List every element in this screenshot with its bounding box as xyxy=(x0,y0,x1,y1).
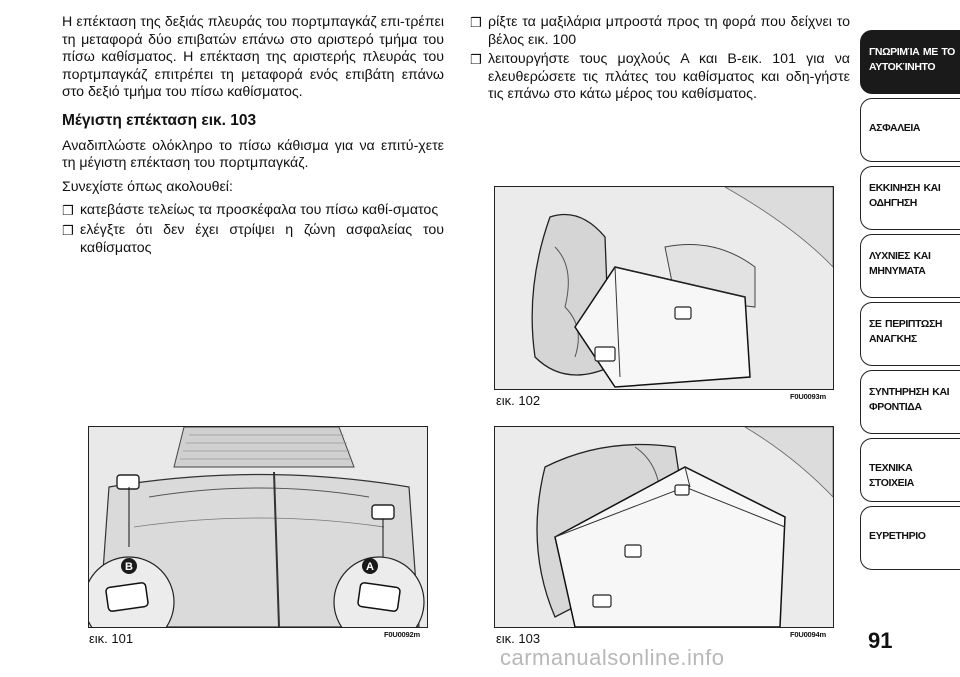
checkbox-bullet-icon: ❒ xyxy=(62,222,74,238)
tab-label: ΓΝΩΡΙΜΊΑ ΜΕ ΤΟ ΑΥΤΟΚΊΝΗΤΟ xyxy=(869,46,955,73)
tab-label: ΕΥΡΕΤΗΡΙΟ xyxy=(869,530,926,542)
tab-safety[interactable]: ΑΣΦΑΛΕΙΑ xyxy=(860,98,960,162)
figure-102-folded-cushion xyxy=(494,186,834,390)
figure-103-code: F0U0094m xyxy=(790,630,826,639)
tab-label: ΤΕΧΝΙΚΑ ΣΤΟΙΧΕΙΑ xyxy=(869,462,914,489)
figure-102-caption: εικ. 102 xyxy=(496,393,541,408)
figure-103-max-extension xyxy=(494,426,834,628)
list-item-text: λειτουργήστε τους μοχλούς A και B-εικ. 1… xyxy=(488,51,850,103)
figure-103-caption: εικ. 103 xyxy=(496,631,541,646)
list-item: ❒ κατεβάστε τελείως τα προσκέφαλα του πί… xyxy=(62,202,444,220)
list-item: ❒ ελέγξτε ότι δεν έχει στρίψει η ζώνη ασ… xyxy=(62,222,444,257)
seat-illustration xyxy=(495,187,833,389)
tab-emergency[interactable]: ΣΕ ΠΕΡΙΠΤΩΣΗ ΑΝΑΓΚΗΣ xyxy=(860,302,960,366)
left-text-column: Η επέκταση της δεξιάς πλευράς του πορτμπ… xyxy=(62,14,444,259)
list-item-text: ρίξτε τα μαξιλάρια μπροστά προς τη φορά … xyxy=(488,14,850,48)
tab-technical-data[interactable]: ΤΕΧΝΙΚΑ ΣΤΟΙΧΕΙΑ xyxy=(860,438,960,502)
paragraph-continue: Συνεχίστε όπως ακολουθεί: xyxy=(62,178,233,195)
figure-101-caption: εικ. 101 xyxy=(89,631,134,646)
section-heading-max-extension: Μέγιστη επέκταση εικ. 103 xyxy=(62,111,257,129)
marker-label-b: B xyxy=(125,561,133,573)
marker-label-a: A xyxy=(366,561,374,573)
list-item-text: κατεβάστε τελείως τα προσκέφαλα του πίσω… xyxy=(80,202,439,219)
checkbox-bullet-icon: ❒ xyxy=(470,15,482,30)
tab-label: ΣΥΝΤΗΡΗΣΗ ΚΑΙ ΦΡΟΝΤΙΔΑ xyxy=(869,386,950,413)
page-number: 91 xyxy=(868,628,893,653)
checkbox-bullet-icon: ❒ xyxy=(62,203,74,219)
tab-label: ΛΥΧΝΙΕΣ ΚΑΙ ΜΗΝΥΜΑΤΑ xyxy=(869,250,931,277)
tab-lights-messages[interactable]: ΛΥΧΝΙΕΣ ΚΑΙ ΜΗΝΥΜΑΤΑ xyxy=(860,234,960,298)
paragraph-extension-sides: Η επέκταση της δεξιάς πλευράς του πορτμπ… xyxy=(62,14,444,101)
tab-label: ΑΣΦΑΛΕΙΑ xyxy=(869,122,921,134)
tab-index[interactable]: ΕΥΡΕΤΗΡΙΟ xyxy=(860,506,960,570)
figure-101-rear-seat-levers: B A xyxy=(88,426,428,628)
seat-illustration: B A xyxy=(89,427,427,627)
list-item: ❒ ρίξτε τα μαξιλάρια μπροστά προς τη φορ… xyxy=(470,14,850,49)
tab-label: ΣΕ ΠΕΡΙΠΤΩΣΗ ΑΝΑΓΚΗΣ xyxy=(869,318,943,345)
paragraph-max-extension: Αναδιπλώστε ολόκληρο το πίσω κάθισμα για… xyxy=(62,137,444,172)
tab-maintenance[interactable]: ΣΥΝΤΗΡΗΣΗ ΚΑΙ ΦΡΟΝΤΙΔΑ xyxy=(860,370,960,434)
tab-getting-to-know-car[interactable]: ΓΝΩΡΙΜΊΑ ΜΕ ΤΟ ΑΥΤΟΚΊΝΗΤΟ xyxy=(860,30,960,94)
figure-102-code: F0U0093m xyxy=(790,392,826,401)
checkbox-bullet-icon: ❒ xyxy=(470,52,482,68)
list-item-text: ελέγξτε ότι δεν έχει στρίψει η ζώνη ασφα… xyxy=(80,221,444,256)
tab-starting-driving[interactable]: ΕΚΚΙΝΗΣΗ ΚΑΙ ΟΔΗΓΗΣΗ xyxy=(860,166,960,230)
seat-illustration xyxy=(495,427,833,627)
middle-text-column: ❒ ρίξτε τα μαξιλάρια μπροστά προς τη φορ… xyxy=(470,14,850,106)
tab-label: ΕΚΚΙΝΗΣΗ ΚΑΙ ΟΔΗΓΗΣΗ xyxy=(869,182,941,209)
figure-101-code: F0U0092m xyxy=(384,630,420,639)
list-item: ❒ λειτουργήστε τους μοχλούς A και B-εικ.… xyxy=(470,51,850,104)
watermark: carmanualsonline.info xyxy=(500,645,725,670)
